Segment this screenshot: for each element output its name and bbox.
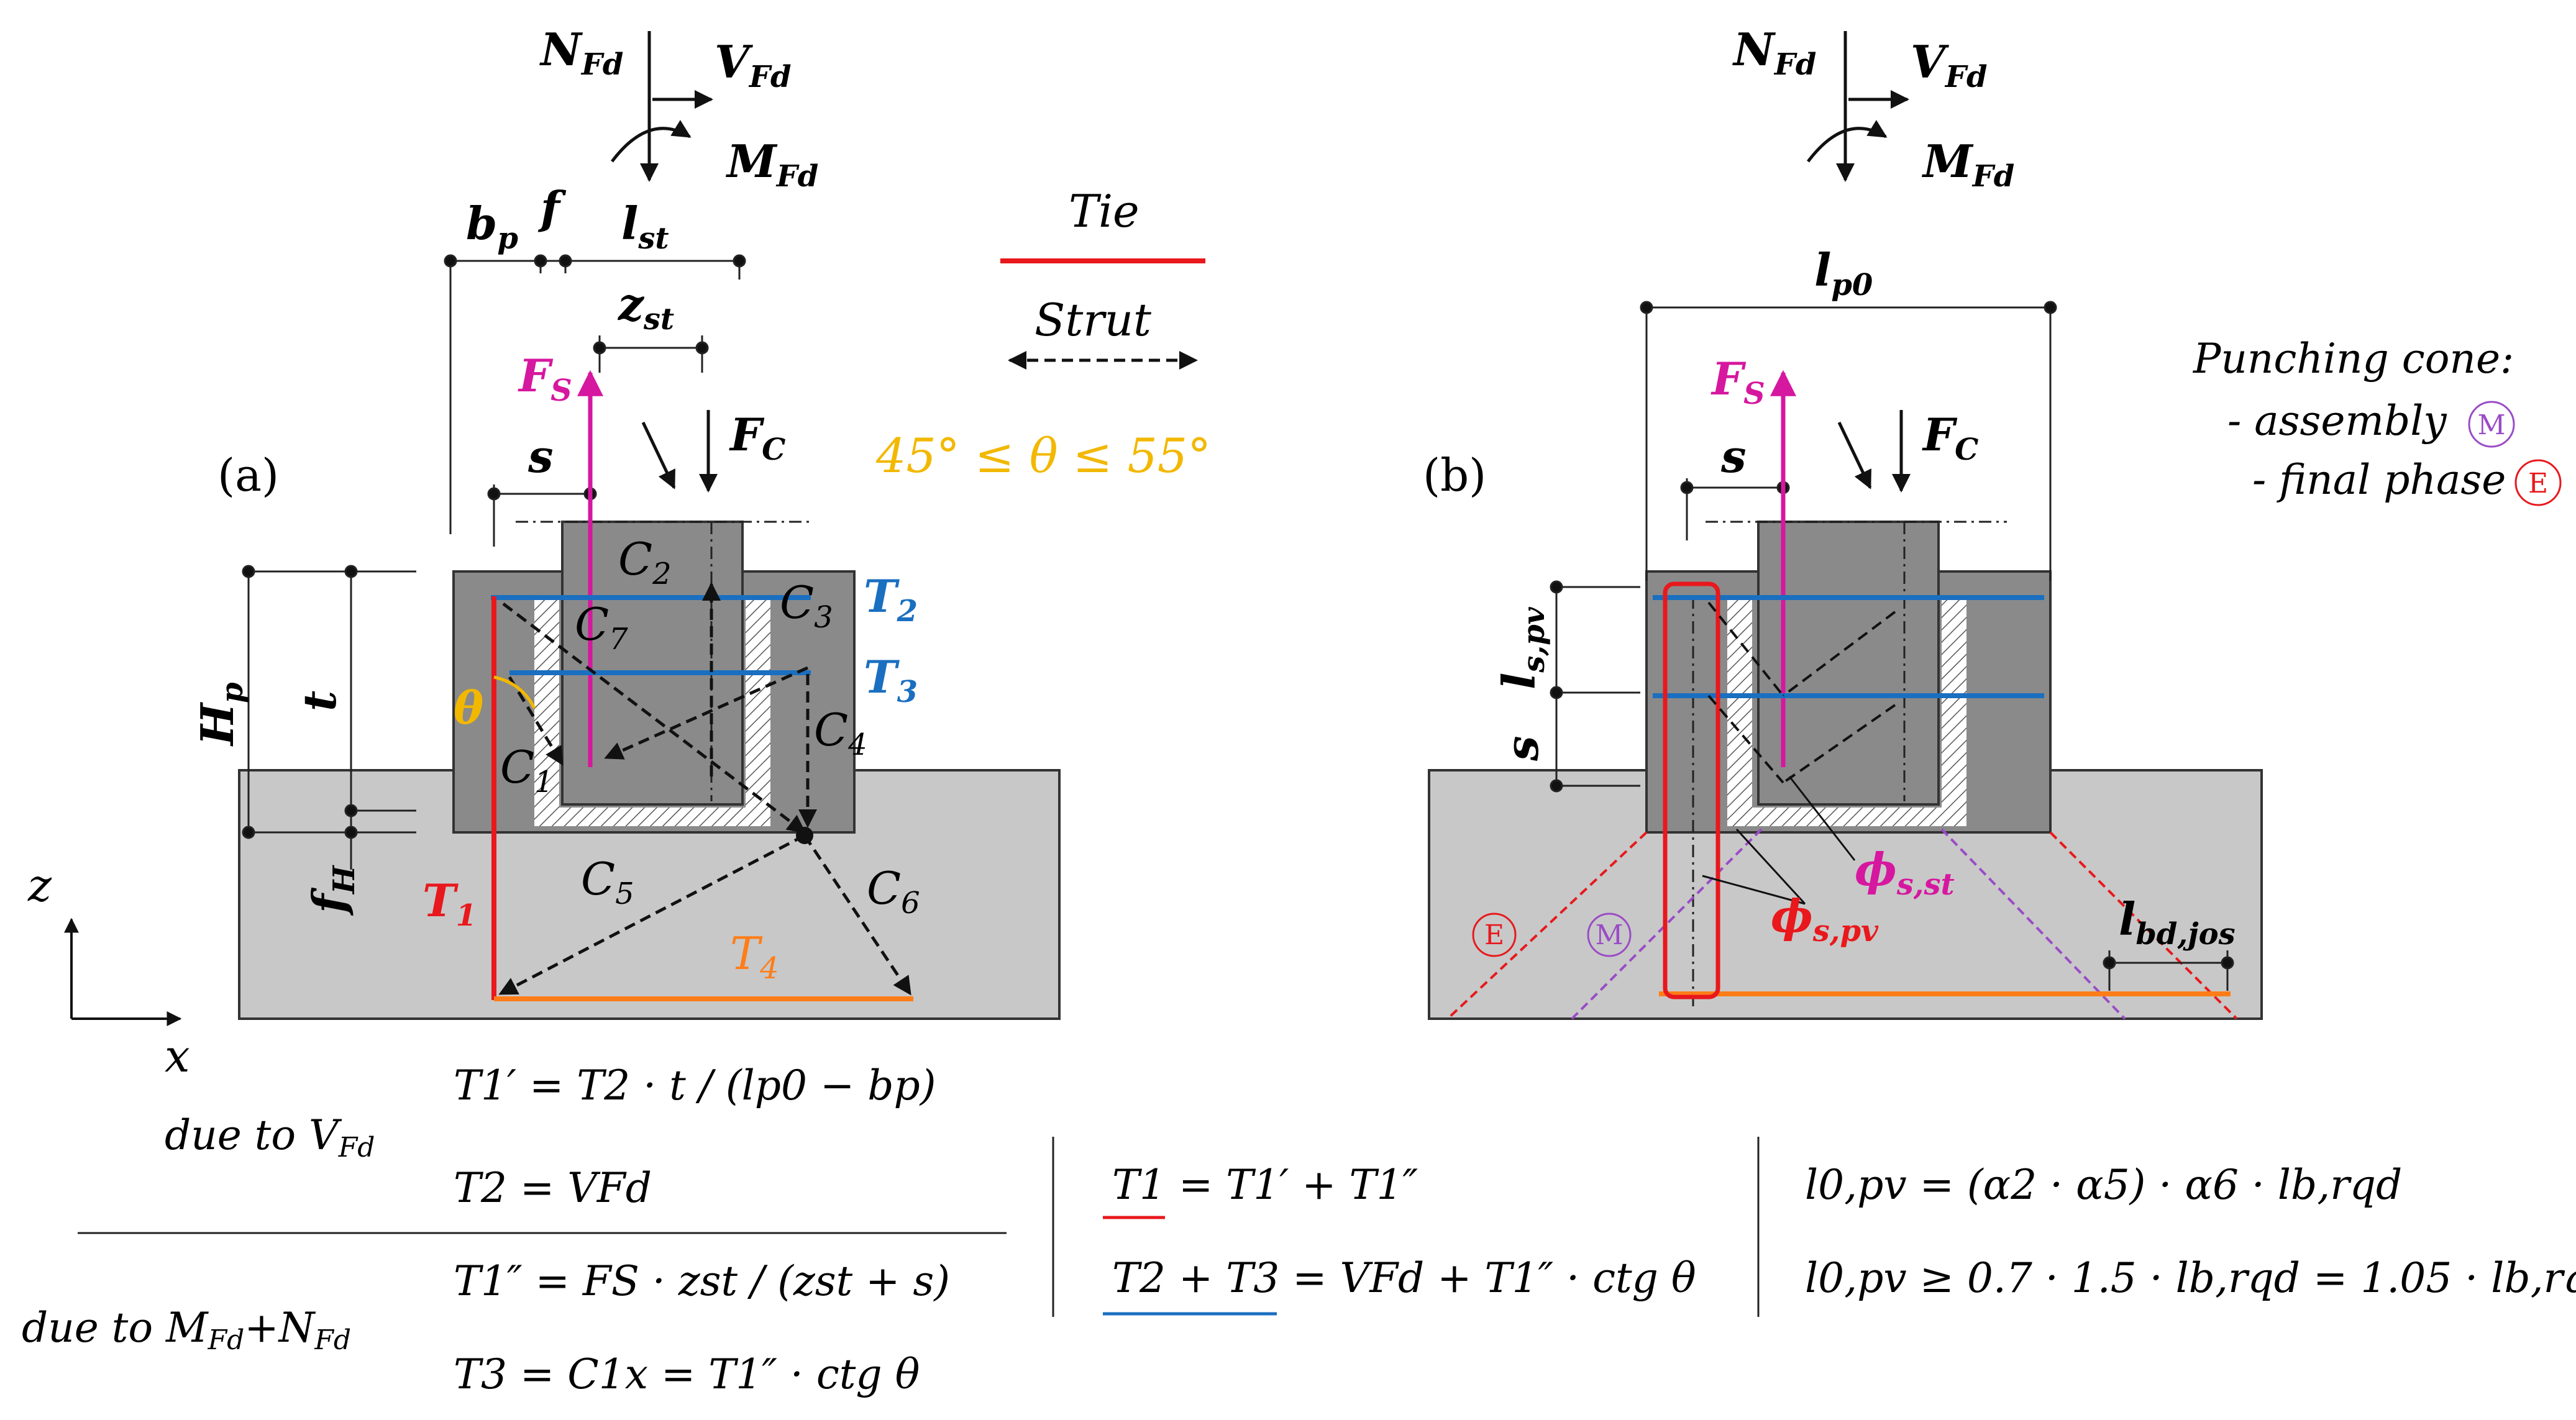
badge-e-diagram-text: E [1484, 919, 1504, 951]
fc-diag-arrow-b [1837, 421, 1872, 489]
label-c3: C3 [780, 576, 833, 635]
punching-cone-assembly [1571, 828, 2126, 1020]
badge-m-diagram-text: M [1595, 919, 1623, 951]
legend-tie-label: Tie [1069, 185, 1140, 237]
punching-title: Punching cone: [2193, 335, 2514, 383]
label-phi-st: ϕs,st [1855, 843, 1955, 902]
label-v-b: VFd [1911, 35, 1988, 94]
label-c2: C2 [618, 533, 672, 591]
grout-right-b [1942, 596, 1966, 808]
eq-t1-dprime: T1″ = FS · zst / (zst + s) [454, 1257, 950, 1305]
badge-e-legend-text: E [2528, 468, 2548, 499]
label-s2-b: s [1496, 735, 1548, 762]
axis-x-label: x [165, 1030, 190, 1082]
label-n: NFd [539, 23, 623, 82]
fc-diag-arrow-a [641, 421, 676, 489]
node-a [796, 827, 813, 844]
label-theta-a: θ [454, 681, 483, 734]
label-n-b: NFd [1732, 23, 1816, 82]
dims-left-a [242, 565, 416, 870]
legend: Tie Strut 45° ≤ θ ≤ 55° [875, 185, 1211, 483]
label-lspv: ls,pv [1492, 606, 1551, 690]
panel-a [64, 31, 1061, 1026]
label-lbd: lbd,jos [2119, 893, 2236, 952]
label-lp0: lp0 [1814, 243, 1873, 303]
struts-b [1707, 601, 1896, 784]
eq-l0pv-min: l0,pv ≥ 0.7 · 1.5 · lb,rqd = 1.05 · lb,r… [1805, 1254, 2576, 1302]
label-hp: Hp [191, 682, 250, 747]
badge-m-legend [2468, 401, 2515, 448]
label-t-a: t [293, 691, 346, 711]
badge-m-legend-text: M [2477, 409, 2505, 441]
grout-bottom-a [534, 808, 770, 826]
punching-badges: M E E M [1472, 401, 2562, 957]
panel-b-label: (b) [1423, 449, 1486, 501]
badge-m-diagram [1587, 913, 1632, 957]
label-fs-a: FS [518, 349, 572, 408]
eq-l0pv: l0,pv = (α2 · α5) · α6 · lb,rqd [1805, 1161, 2402, 1209]
badge-e-diagram [1472, 913, 1517, 957]
punching-cone-final [1446, 831, 2238, 1020]
legend-strut-label: Strut [1035, 294, 1152, 346]
punching-assembly: - assembly [2227, 397, 2447, 445]
label-c1: C1 [500, 741, 554, 799]
label-t4-a: T4 [730, 927, 779, 986]
badge-e-legend [2514, 459, 2562, 506]
panel-a-label: (a) [217, 449, 279, 501]
label-c4: C4 [814, 704, 867, 762]
dims-b [1550, 301, 2234, 991]
label-t2-a: T2 [864, 570, 918, 629]
eq-t2t3: T2 + T3 = VFd + T1″ · ctg θ [1112, 1254, 1696, 1302]
eq-t2: T2 = VFd [454, 1164, 652, 1212]
label-c5: C5 [581, 853, 634, 911]
label-fc-a: FC [729, 408, 785, 467]
equations: due to VFd due to MFd+NFd T1′ = T2 · t /… [22, 1062, 2576, 1398]
label-fs-b: FS [1710, 352, 1765, 411]
loads-a [611, 31, 713, 182]
due-to-mn: due to MFd+NFd [22, 1304, 351, 1356]
struts-a [498, 582, 912, 996]
grout-right-a [746, 596, 770, 808]
label-s-b: s [1720, 430, 1747, 483]
loads-b [1807, 31, 1909, 182]
label-t1-a: T1 [422, 874, 477, 933]
axes-a [64, 917, 182, 1026]
pointer-lines-b [1702, 776, 1856, 905]
label-c7: C7 [575, 598, 628, 657]
eq-t1-prime: T1′ = T2 · t / (lp0 − bp) [454, 1062, 936, 1109]
label-s-a: s [528, 430, 554, 483]
grout-left-b [1727, 596, 1752, 808]
theta-arc-a [493, 675, 536, 709]
label-phi-pv: ϕs,pv [1771, 890, 1879, 949]
label-lst: lst [621, 197, 669, 256]
grout-bottom-b [1727, 808, 1966, 826]
label-m-b: MFd [1921, 135, 2014, 194]
eq-t1: T1 = T1′ + T1″ [1112, 1161, 1418, 1209]
due-to-v: due to VFd [165, 1111, 375, 1163]
punching-final: - final phase [2252, 456, 2506, 504]
label-fc-b: FC [1922, 408, 1978, 467]
label-bp: bp [466, 197, 518, 256]
label-v: VFd [715, 35, 792, 94]
axis-z-label: z [27, 859, 52, 911]
label-m: MFd [725, 135, 818, 194]
label-fh: fH [303, 865, 362, 916]
lap-box-b [1663, 581, 1720, 999]
eq-t3: T3 = C1x = T1″ · ctg θ [454, 1350, 920, 1398]
dims-top-a [444, 254, 746, 547]
label-f: f [537, 181, 567, 234]
label-c6: C6 [867, 862, 920, 921]
legend-angle: 45° ≤ θ ≤ 55° [875, 428, 1211, 483]
column-b [1757, 521, 1940, 806]
panel-b [1428, 31, 2263, 1020]
label-t3-a: T3 [864, 650, 918, 709]
label-zst: zst [617, 278, 674, 337]
